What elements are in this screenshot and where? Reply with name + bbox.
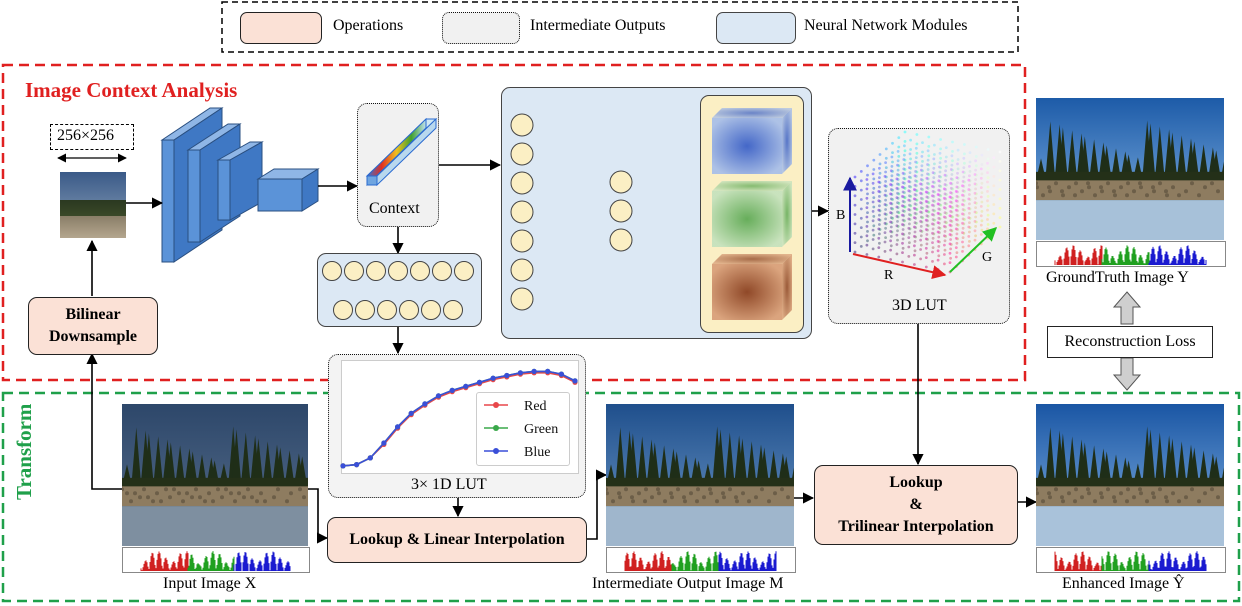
enhanced-image-caption: Enhanced Image Ŷ [1062,575,1185,592]
intermediate-image-caption: Intermediate Output Image M [592,575,784,592]
lookup-linear-box: Lookup & Linear Interpolation [327,517,587,563]
enhanced-image [1036,404,1224,546]
lut1d-label: 3× 1D LUT [411,476,487,493]
legend-nn-swatch [716,12,796,44]
groundtruth-image [1036,98,1224,240]
transform-section-title: Transform [12,403,36,500]
legend-nn-label: Neural Network Modules [804,17,968,34]
lut3d-axis-b: B [836,208,846,223]
cnn-encoder-icon [160,107,320,263]
bilinear-label-1: Bilinear [65,306,121,323]
legend-intermediate-label: Intermediate Outputs [530,17,666,34]
lookup-tri-label-3: Trilinear Interpolation [838,518,994,535]
lut3d-axis-g: G [982,250,993,265]
size-label-box [50,124,134,150]
input-histogram [122,547,310,573]
downsampled-thumbnail [60,172,126,238]
reconstruction-loss-label: Reconstruction Loss [1064,333,1196,350]
lut1d-legend [476,392,570,466]
transform-section-border [1,391,1241,603]
bilinear-label-2: Downsample [48,328,137,345]
legend-operations-label: Operations [333,17,404,34]
small-fc-network-box [317,253,482,327]
lookup-tri-label-2: & [909,496,923,513]
legend-intermediate-swatch [442,12,520,44]
lookup-trilinear-box: Lookup & Trilinear Interpolation [814,465,1018,545]
lut3d-axis-r: R [884,268,894,283]
lut3d-box [828,128,1010,324]
input-image-caption: Input Image X [163,575,257,592]
enhanced-histogram [1036,547,1226,573]
intermediate-image [606,404,794,546]
lookup-linear-label: Lookup & Linear Interpolation [349,531,565,548]
context-label: Context [369,200,420,217]
lut3d-label: 3D LUT [892,297,947,314]
groundtruth-image-caption: GroundTruth Image Y [1046,269,1189,286]
lookup-tri-label-1: Lookup [889,474,943,491]
groundtruth-histogram [1036,241,1226,267]
intermediate-histogram [606,547,796,573]
reconstruction-loss-box: Reconstruction Loss [1047,326,1213,358]
analysis-section-title: Image Context Analysis [25,78,238,102]
legend-operations-swatch [240,12,322,44]
bilinear-downsample-box: Bilinear Downsample [28,297,158,355]
size-label: 256×256 [57,127,115,144]
basis-luts-panel [700,95,804,333]
input-image [122,404,308,546]
